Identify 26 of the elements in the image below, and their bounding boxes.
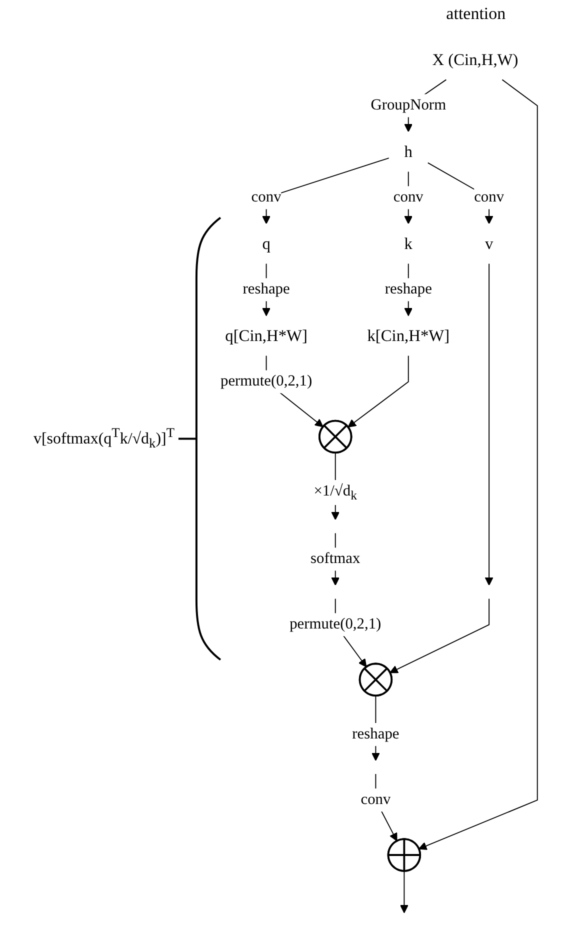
edge-label: reshape <box>352 726 400 742</box>
formula: v[softmax(q$^{T}$k/√d$_{k}$)]$^{T}$ <box>33 425 175 452</box>
label: softmax <box>310 550 361 567</box>
arrow <box>400 870 409 914</box>
edge-label: permute(0,2,1) <box>220 373 313 390</box>
edge-label: reshape <box>385 281 432 298</box>
node-text: q[Cin,H*W] <box>226 326 308 345</box>
edge-label: conv <box>361 791 392 808</box>
edge-label: ×1/√d$_{k}$ <box>314 482 358 502</box>
node-text: k[Cin,H*W] <box>368 326 450 345</box>
node-text: k <box>404 234 413 253</box>
edge-label: conv <box>252 189 282 206</box>
arrow <box>418 79 538 850</box>
node-text: X (Cin,H,W) <box>432 50 519 69</box>
arrow <box>485 263 494 586</box>
node-text: q <box>262 234 271 253</box>
arrow <box>390 598 490 674</box>
node-text: h <box>404 142 413 161</box>
edge-label: conv <box>394 189 424 206</box>
edge-label: reshape <box>243 281 290 298</box>
edge-label: permute(0,2,1) <box>290 616 382 632</box>
edge-label: conv <box>474 189 504 206</box>
node-text: v <box>485 234 494 253</box>
title: attention <box>446 4 506 24</box>
arrow <box>348 355 410 428</box>
edge-label: GroupNorm <box>371 97 447 114</box>
